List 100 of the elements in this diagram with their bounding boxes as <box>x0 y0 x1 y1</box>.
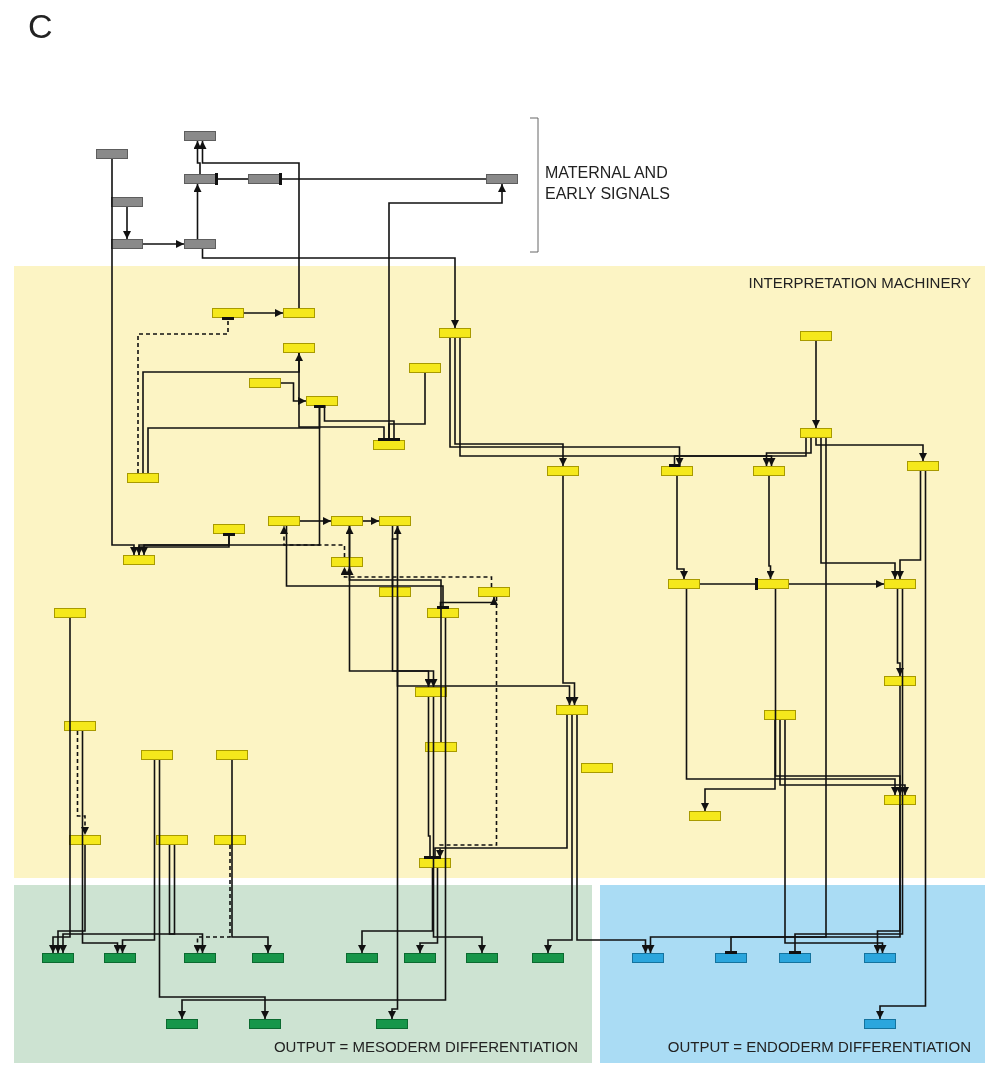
activation-arrow <box>812 340 820 429</box>
activation-arrow <box>178 617 447 1020</box>
gene-bar <box>800 428 832 438</box>
activation-arrow <box>459 337 776 467</box>
gene-bar <box>42 953 74 963</box>
activation-arrow <box>784 719 887 954</box>
gene-bar <box>427 608 459 618</box>
gene-bar <box>757 579 789 589</box>
activation-arrow <box>396 525 574 706</box>
gene-bar <box>376 1019 408 1029</box>
gene-bar <box>864 1019 896 1029</box>
activation-arrow <box>348 525 438 688</box>
gene-bar <box>532 953 564 963</box>
gene-bar <box>127 473 159 483</box>
activation-arrow <box>815 437 927 462</box>
activation-arrow <box>436 596 498 859</box>
gene-bar <box>689 811 721 821</box>
activation-arrow <box>280 382 307 405</box>
gene-bar <box>214 835 246 845</box>
gene-bar <box>96 149 128 159</box>
gene-bar <box>184 174 216 184</box>
activation-arrow <box>562 475 579 706</box>
activation-arrow <box>454 337 567 467</box>
inhibition-line <box>668 437 807 467</box>
activation-arrow <box>345 566 442 743</box>
activation-arrow <box>362 517 380 525</box>
activation-arrow <box>788 580 885 588</box>
gene-bar <box>123 555 155 565</box>
gene-bar <box>478 587 510 597</box>
letter-label: C <box>28 6 53 47</box>
activation-arrow <box>766 475 775 580</box>
gene-bar <box>184 239 216 249</box>
activation-arrow <box>243 309 284 317</box>
gene-bar <box>661 466 693 476</box>
inhibition-line <box>147 405 326 474</box>
gene-bar <box>715 953 747 963</box>
activation-arrow <box>280 525 346 558</box>
group-label: MATERNAL AND EARLY SIGNALS <box>545 163 671 204</box>
gene-bar <box>581 763 613 773</box>
gene-bar <box>379 516 411 526</box>
gene-bar <box>439 328 471 338</box>
inhibition-line <box>699 578 758 590</box>
activation-arrow <box>762 437 812 467</box>
gene-bar <box>248 174 280 184</box>
activation-arrow <box>193 140 202 175</box>
activation-arrow <box>779 719 909 796</box>
activation-arrow <box>685 588 899 796</box>
gene-bar <box>907 461 939 471</box>
activation-arrow <box>54 844 86 954</box>
activation-arrow <box>111 158 138 556</box>
gene-bar <box>141 750 173 760</box>
gene-bar <box>216 750 248 760</box>
gene-bar <box>779 953 811 963</box>
gene-bar <box>764 710 796 720</box>
region-label: INTERPRETATION MACHINERY <box>748 274 971 291</box>
gene-bar <box>111 197 143 207</box>
gene-bar <box>249 1019 281 1029</box>
activation-arrow <box>118 759 156 954</box>
gene-bar <box>800 331 832 341</box>
gene-bar <box>884 795 916 805</box>
gene-bar <box>283 343 315 353</box>
activation-arrow <box>123 206 131 240</box>
gene-bar <box>54 608 86 618</box>
activation-arrow <box>432 696 486 954</box>
inhibition-line <box>323 405 400 441</box>
activation-arrow <box>168 844 207 954</box>
region-panel <box>14 885 592 1063</box>
gene-bar <box>425 742 457 752</box>
gene-bar <box>249 378 281 388</box>
gene-bar <box>331 557 363 567</box>
gene-bar <box>184 953 216 963</box>
activation-arrow <box>358 867 434 954</box>
activation-arrow <box>158 759 269 1020</box>
activation-arrow <box>701 719 776 812</box>
gene-bar <box>111 239 143 249</box>
gene-bar <box>466 953 498 963</box>
gene-bar <box>213 524 245 534</box>
gene-bar <box>419 858 451 868</box>
gene-bar <box>331 516 363 526</box>
activation-arrow <box>193 844 231 954</box>
activation-arrow <box>299 517 332 525</box>
gene-bar <box>306 396 338 406</box>
gene-bar <box>283 308 315 318</box>
inhibition-line <box>285 525 449 609</box>
gene-bar <box>104 953 136 963</box>
activation-arrow <box>896 588 904 677</box>
region-label: OUTPUT = MESODERM DIFFERENTIATION <box>273 1038 578 1055</box>
gene-bar <box>632 953 664 963</box>
gene-bar <box>884 676 916 686</box>
activation-arrow <box>388 596 399 1020</box>
activation-arrow <box>193 183 202 240</box>
activation-arrow <box>391 525 433 688</box>
inhibition-line <box>789 588 904 954</box>
gene-bar <box>64 721 96 731</box>
activation-arrow <box>76 730 89 836</box>
activation-arrow <box>416 867 439 954</box>
inhibition-line <box>725 685 901 954</box>
activation-arrow <box>820 437 899 580</box>
activation-arrow <box>576 714 650 954</box>
gene-bar <box>346 953 378 963</box>
